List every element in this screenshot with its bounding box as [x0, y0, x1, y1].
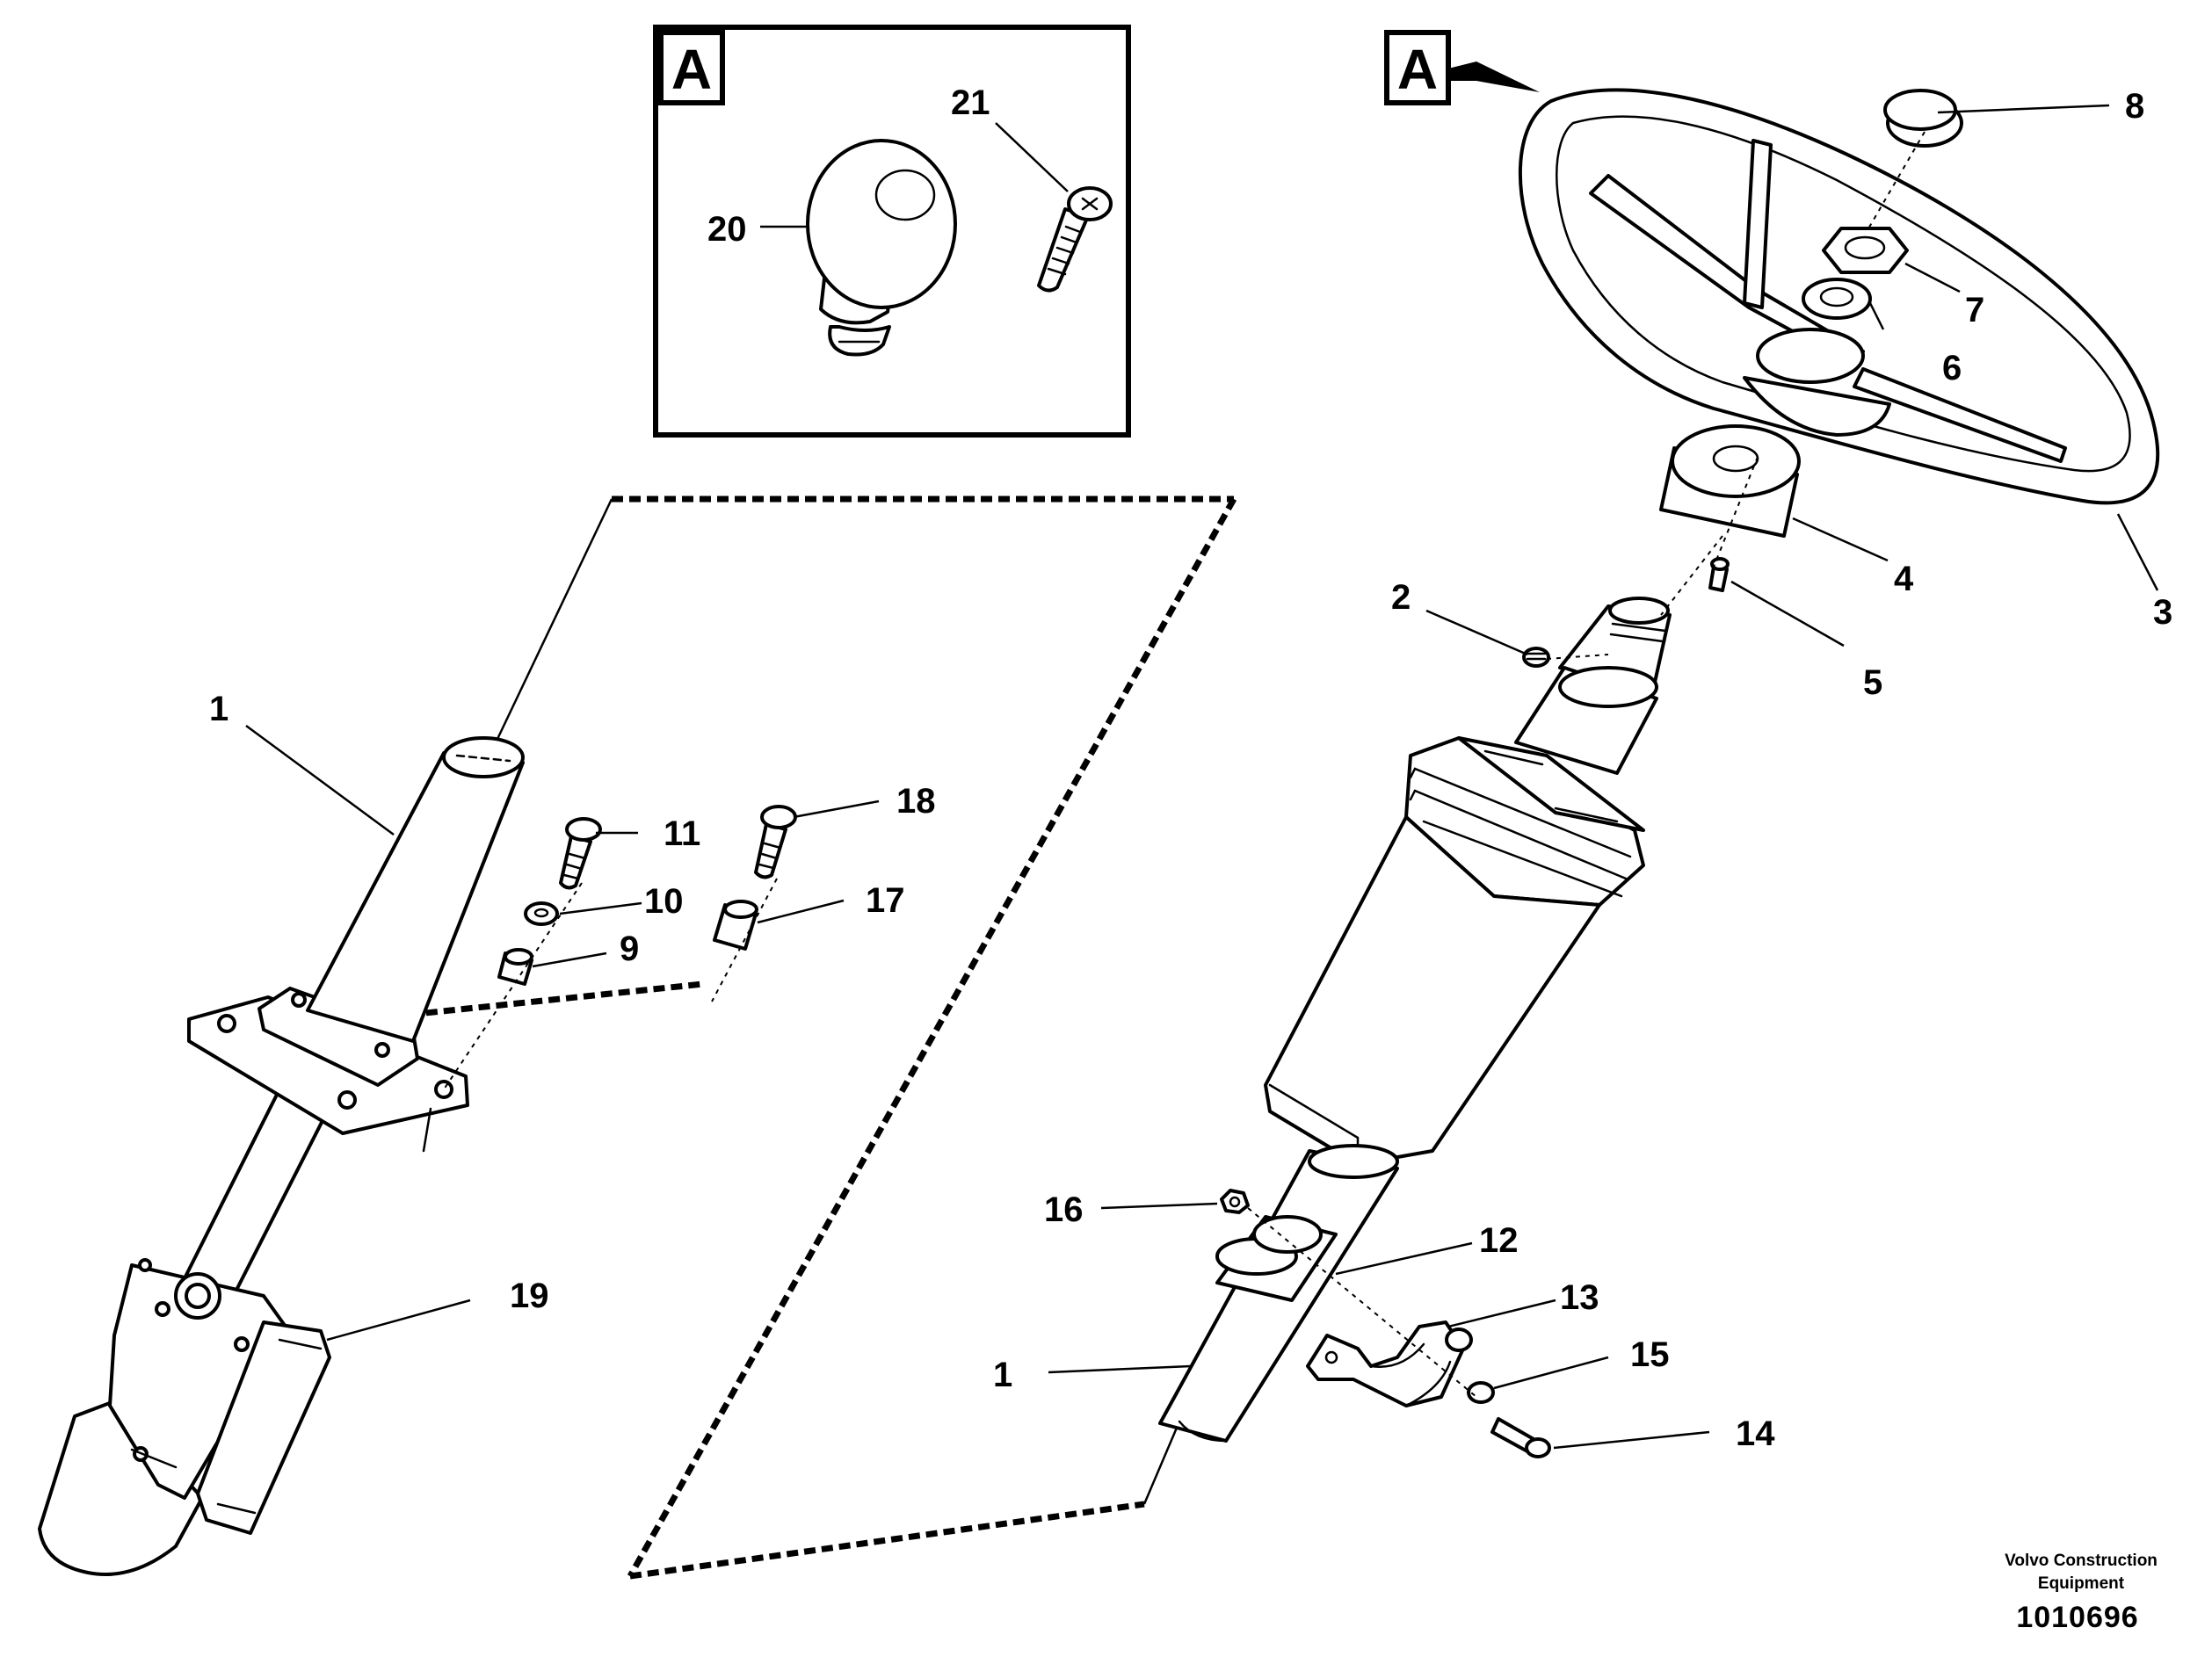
- label-3: 3: [2153, 593, 2172, 632]
- mounting-flange: [187, 987, 469, 1153]
- label-16: 16: [1044, 1190, 1084, 1229]
- set-screw-part-2: [1522, 647, 1550, 668]
- hub-screw-part-5: [1708, 557, 1730, 592]
- column-tube-left: [306, 736, 525, 1043]
- label-5: 5: [1863, 663, 1882, 702]
- nut-part-7: [1822, 227, 1909, 274]
- label-12: 12: [1479, 1221, 1519, 1260]
- label-21: 21: [951, 83, 990, 122]
- label-2: 2: [1391, 578, 1411, 617]
- label-15: 15: [1630, 1335, 1670, 1374]
- label-9: 9: [620, 930, 639, 968]
- washer-part-6: [1802, 278, 1872, 320]
- label-10: 10: [644, 882, 684, 921]
- knob-part-20: [806, 139, 957, 357]
- main-view-a: A: [993, 30, 2172, 1458]
- label-4: 4: [1894, 560, 1914, 598]
- credit-line-2: Equipment: [2038, 1574, 2125, 1593]
- clamp-nut-part-16: [1220, 1189, 1250, 1214]
- steering-column-boot: [1404, 736, 1645, 907]
- label-19: 19: [510, 1277, 549, 1315]
- shaft-end: [1514, 597, 1672, 775]
- spacer-part-9: [497, 948, 533, 986]
- label-14: 14: [1736, 1414, 1775, 1453]
- column-tube-right: [1158, 1144, 1399, 1443]
- main-view-letter: A: [1397, 38, 1438, 101]
- label-17: 17: [866, 881, 905, 920]
- label-6: 6: [1942, 349, 1962, 387]
- drawing-footer: Volvo Construction Equipment 1010696: [2005, 1552, 2158, 1634]
- bolt-part-18: [754, 805, 797, 879]
- label-7: 7: [1965, 291, 1984, 329]
- spacer-part-17: [713, 900, 758, 951]
- inset-view-letter: A: [671, 38, 712, 101]
- clamp-bolt-part-14: [1490, 1417, 1551, 1458]
- label-20: 20: [707, 210, 747, 249]
- label-1-right: 1: [993, 1356, 1012, 1394]
- washer-part-10: [524, 901, 559, 926]
- credit-line-1: Volvo Construction: [2005, 1552, 2158, 1570]
- inset-view-letter-box: [658, 30, 725, 105]
- clamp-washer-part-15: [1467, 1381, 1495, 1404]
- label-13: 13: [1560, 1278, 1599, 1317]
- steering-unit-part-19: [38, 1258, 331, 1576]
- left-steering-assembly: 1 11 10 9 18 17 19: [38, 690, 936, 1576]
- screw-part-21: [1037, 186, 1113, 293]
- clamp-part-13: [1306, 1320, 1473, 1407]
- drawing-number: 1010696: [2016, 1601, 2138, 1634]
- hub-part-4: [1659, 424, 1801, 538]
- label-1-left: 1: [209, 690, 228, 728]
- center-cap-part-8: [1883, 89, 1963, 148]
- label-11: 11: [664, 814, 700, 853]
- bolt-part-11: [559, 817, 602, 890]
- main-view-letter-box: [1384, 30, 1451, 105]
- inset-view-a: A 20 21: [653, 25, 1131, 438]
- label-18: 18: [896, 782, 936, 821]
- label-8: 8: [2125, 87, 2144, 126]
- mounting-plane: [408, 496, 1237, 1580]
